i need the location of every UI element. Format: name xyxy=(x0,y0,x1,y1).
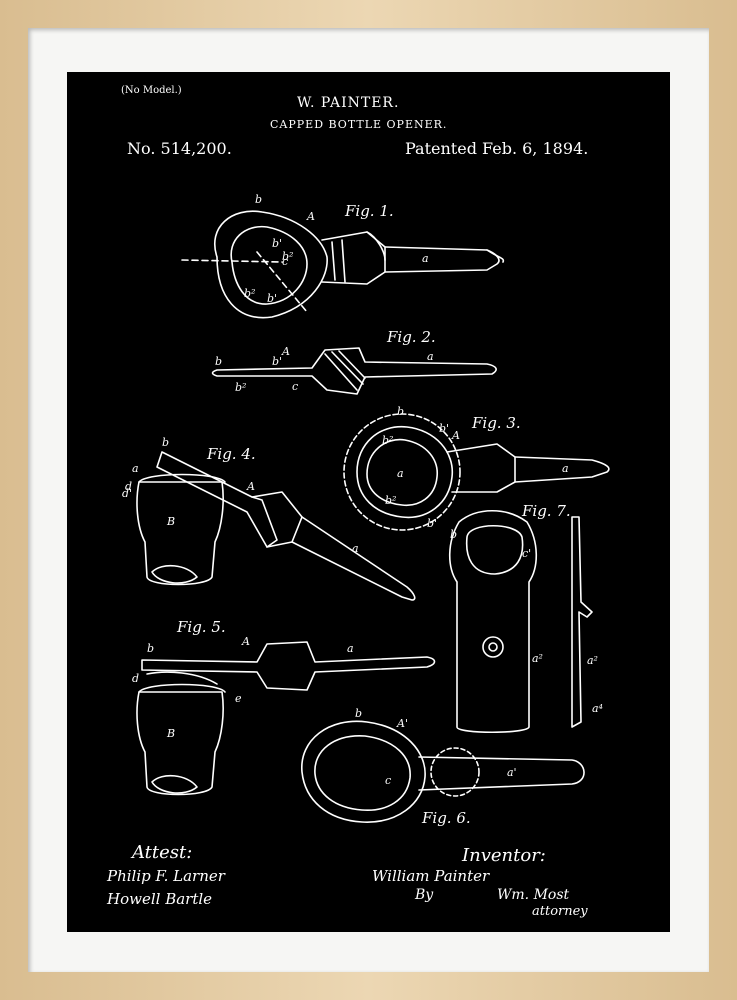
svg-text:a: a xyxy=(427,350,434,363)
svg-text:d: d xyxy=(125,480,132,493)
attorney-signature: Wm. Most xyxy=(497,887,570,903)
svg-text:c: c xyxy=(292,380,298,393)
svg-text:a: a xyxy=(397,467,404,480)
svg-text:d: d xyxy=(132,672,139,685)
attorney-label: attorney xyxy=(532,904,588,919)
svg-text:A: A xyxy=(241,635,250,648)
svg-text:a': a' xyxy=(507,766,517,779)
svg-text:b: b xyxy=(162,436,169,449)
svg-text:b²: b² xyxy=(382,434,393,447)
witness-signature-2: Howell Bartle xyxy=(107,890,213,908)
svg-text:a: a xyxy=(347,642,354,655)
fig6-label: Fig. 6. xyxy=(422,809,471,827)
fig3-label: Fig. 3. xyxy=(472,414,521,432)
fig6-drawing xyxy=(301,720,585,823)
svg-text:e: e xyxy=(235,692,242,705)
svg-text:b²: b² xyxy=(244,287,255,300)
svg-text:b': b' xyxy=(439,422,449,435)
svg-text:A: A xyxy=(281,345,290,358)
svg-text:a: a xyxy=(132,462,139,475)
fig7-drawing xyxy=(448,510,593,734)
fig7-label: Fig. 7. xyxy=(522,502,571,520)
patent-print: (No Model.) W. PAINTER. CAPPED BOTTLE OP… xyxy=(67,72,670,932)
svg-text:b: b xyxy=(215,355,222,368)
svg-text:a: a xyxy=(352,542,359,555)
svg-text:B: B xyxy=(166,727,175,740)
fig3-drawing xyxy=(343,413,610,531)
fig4-label: Fig. 4. xyxy=(207,445,256,463)
fig2-drawing xyxy=(211,347,497,395)
svg-text:a²: a² xyxy=(587,654,598,667)
svg-text:b²: b² xyxy=(385,494,396,507)
svg-text:A': A' xyxy=(396,717,408,730)
svg-text:b: b xyxy=(397,405,404,418)
svg-text:A: A xyxy=(306,210,315,223)
fig5-drawing xyxy=(136,641,436,796)
svg-text:a²: a² xyxy=(532,652,543,665)
svg-text:B: B xyxy=(166,515,175,528)
attest-label: Attest: xyxy=(132,842,193,863)
svg-text:c': c' xyxy=(522,547,531,560)
model-note: (No Model.) xyxy=(121,85,182,96)
patent-date: Patented Feb. 6, 1894. xyxy=(405,139,589,158)
patent-number: No. 514,200. xyxy=(127,139,232,158)
svg-text:b²: b² xyxy=(235,381,246,394)
svg-text:a: a xyxy=(562,462,569,475)
svg-text:a⁴: a⁴ xyxy=(592,702,603,715)
fig1-label: Fig. 1. xyxy=(345,202,394,220)
svg-text:a: a xyxy=(422,252,429,265)
svg-text:b': b' xyxy=(272,237,282,250)
svg-text:A: A xyxy=(246,480,255,493)
by-label: By xyxy=(415,887,434,903)
svg-text:b: b xyxy=(255,193,262,206)
svg-text:b': b' xyxy=(272,355,282,368)
inventor-heading: W. PAINTER. xyxy=(297,95,400,111)
svg-text:b': b' xyxy=(267,292,277,305)
inventor-label: Inventor: xyxy=(462,845,546,866)
svg-text:b: b xyxy=(450,528,457,541)
fig2-label: Fig. 2. xyxy=(387,328,436,346)
svg-text:c: c xyxy=(282,255,288,268)
svg-text:b²: b² xyxy=(282,250,293,263)
fig1-drawing xyxy=(181,210,505,319)
svg-text:b: b xyxy=(355,707,362,720)
inventor-signature: William Painter xyxy=(372,867,490,885)
fig5-label: Fig. 5. xyxy=(177,618,226,636)
svg-text:b': b' xyxy=(427,517,437,530)
svg-text:A: A xyxy=(451,429,460,442)
svg-text:b: b xyxy=(147,642,154,655)
svg-text:c: c xyxy=(385,774,391,787)
witness-signature-1: Philip F. Larner xyxy=(107,867,225,885)
svg-text:d': d' xyxy=(122,487,132,500)
patent-title: CAPPED BOTTLE OPENER. xyxy=(270,118,448,131)
fig4-drawing xyxy=(136,451,416,601)
